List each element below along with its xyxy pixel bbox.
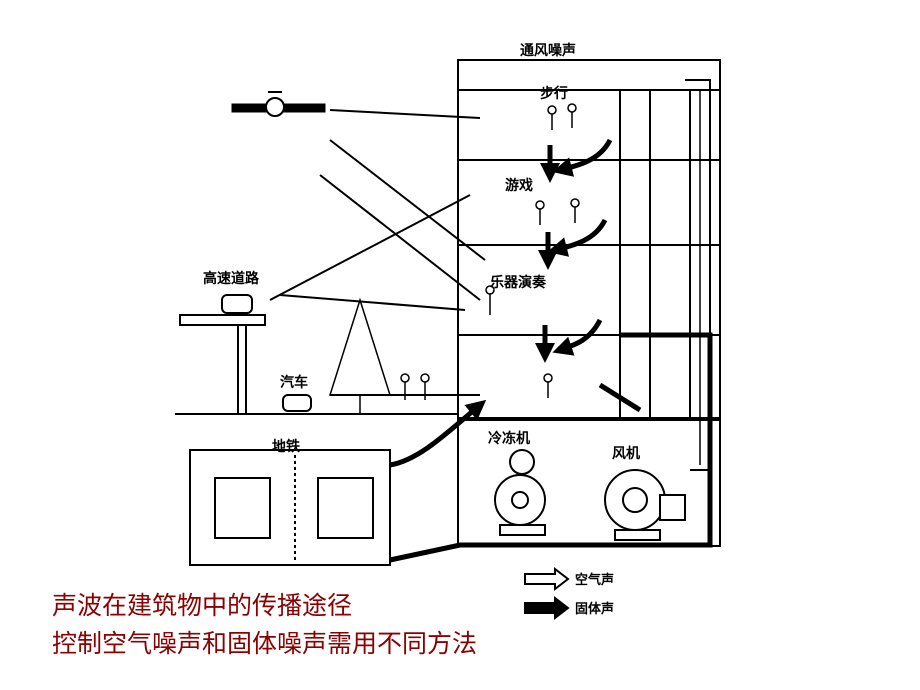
ventilation-noise-label: 通风噪声 xyxy=(520,43,576,59)
fan-machine xyxy=(604,469,686,541)
legend-symbols xyxy=(524,566,570,621)
chiller-machine xyxy=(494,449,546,536)
caption-line-2: 控制空气噪声和固体噪声需用不同方法 xyxy=(52,629,478,658)
subway-structure xyxy=(189,449,391,566)
legend-airborne-arrow xyxy=(524,566,570,592)
ground-car-icon xyxy=(282,394,312,412)
walking-label: 步行 xyxy=(540,86,568,102)
building xyxy=(457,59,721,547)
caption-line-1: 声波在建筑物中的传播途径 xyxy=(52,591,353,620)
tree-icon xyxy=(328,297,392,414)
instrument-playing-label: 乐器演奏 xyxy=(490,275,546,291)
fan-label: 风机 xyxy=(612,446,640,462)
people-icons xyxy=(400,103,580,400)
subway-label: 地铁 xyxy=(272,439,300,455)
structure-borne-sound-paths xyxy=(389,138,713,563)
airborne-sound-paths xyxy=(269,109,486,396)
chiller-label: 冷冻机 xyxy=(488,431,530,447)
highway-car-icon xyxy=(221,294,253,314)
games-label: 游戏 xyxy=(505,178,533,194)
airplane-icon xyxy=(231,91,326,117)
legend-structure-borne-label: 固体声 xyxy=(575,602,615,617)
legend-structure-arrow xyxy=(524,595,570,621)
car-label: 汽车 xyxy=(280,375,308,391)
highway-label: 高速道路 xyxy=(203,271,259,287)
subway-train-left xyxy=(214,477,271,539)
legend-airborne-label: 空气声 xyxy=(575,573,615,588)
ground-and-road xyxy=(175,314,458,415)
subway-train-right xyxy=(317,477,374,539)
